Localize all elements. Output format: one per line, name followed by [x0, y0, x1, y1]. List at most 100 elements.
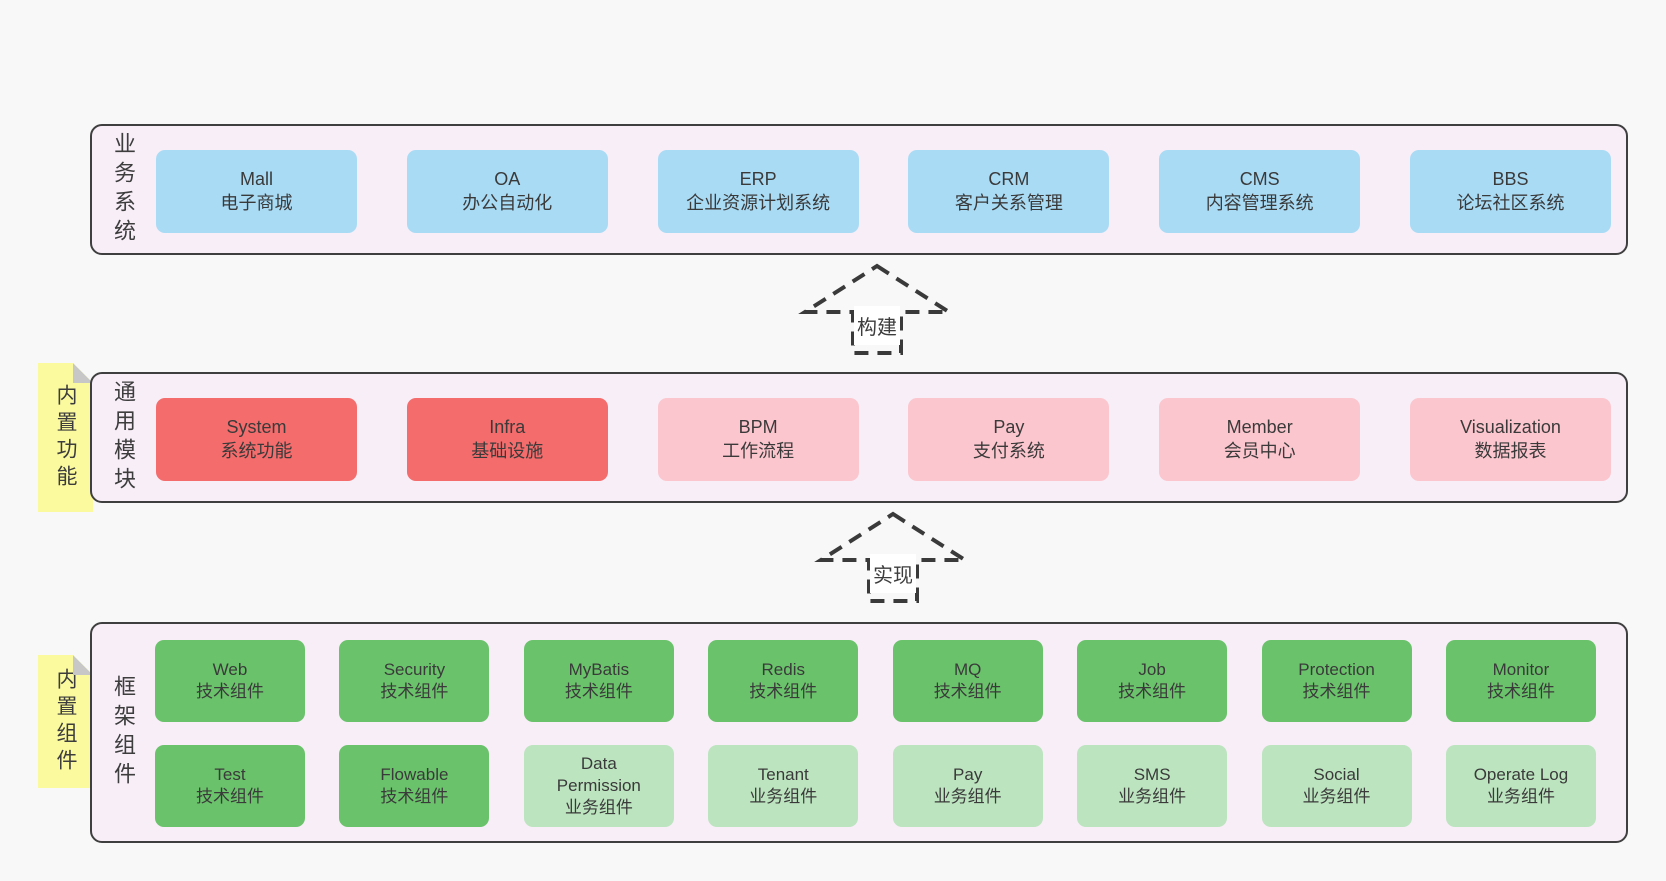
box-subtitle: 基础设施: [471, 440, 544, 461]
panel-framework-components: 框架组件 Web 技术组件 Security 技术组件 MyBatis 技术组件…: [90, 622, 1628, 843]
box-monitor: Monitor 技术组件: [1445, 640, 1596, 722]
box-flowable: Flowable 技术组件: [339, 745, 490, 827]
box-title: Job: [1138, 660, 1166, 680]
box-title: Protection: [1298, 660, 1375, 680]
box-subtitle: 办公自动化: [462, 192, 553, 213]
box-subtitle: 业务组件: [1118, 787, 1187, 806]
box-tenant: Tenant 业务组件: [708, 745, 859, 827]
box-web: Web 技术组件: [155, 640, 305, 722]
box-title: MQ: [953, 660, 982, 680]
box-subtitle: 技术组件: [564, 682, 633, 701]
box-protection: Protection 技术组件: [1261, 640, 1412, 722]
box-title: System: [226, 416, 287, 437]
box-redis: Redis 技术组件: [708, 640, 859, 722]
arrow-label: 构建: [854, 306, 900, 345]
box-oa: OA 办公自动化: [406, 150, 608, 233]
box-title: Web: [212, 660, 248, 680]
box-subtitle: 技术组件: [380, 682, 449, 701]
box-subtitle: 技术组件: [933, 682, 1002, 701]
sticky-note-builtin-functions: 内置功能: [38, 363, 93, 512]
box-pay-component: Pay 业务组件: [892, 745, 1043, 827]
box-bpm: BPM 工作流程: [657, 398, 859, 481]
panel-title-text: 通用模块: [111, 379, 136, 496]
box-sms: SMS 业务组件: [1077, 745, 1228, 827]
box-mq: MQ 技术组件: [892, 640, 1043, 722]
box-subtitle: 技术组件: [1302, 682, 1371, 701]
arrow-build: 构建: [797, 262, 957, 357]
sticky-note-builtin-components: 内置组件: [38, 655, 93, 788]
box-subtitle: 业务组件: [749, 787, 818, 806]
box-title: Pay: [953, 765, 983, 785]
box-subtitle: 工作流程: [722, 440, 795, 461]
box-subtitle: 内容管理系统: [1205, 192, 1314, 213]
box-subtitle: 技术组件: [1486, 682, 1555, 701]
box-title: Data Permission: [556, 754, 641, 796]
box-mall: Mall 电子商城: [156, 150, 357, 233]
box-title: Social: [1313, 765, 1360, 785]
components-box-row-1: Web 技术组件 Security 技术组件 MyBatis 技术组件 Redi…: [155, 640, 1596, 722]
box-title: CRM: [988, 168, 1030, 189]
box-subtitle: 技术组件: [1118, 682, 1187, 701]
box-title: CMS: [1239, 168, 1280, 189]
note-text: 内置组件: [54, 667, 77, 776]
box-member: Member 会员中心: [1159, 398, 1361, 481]
box-pay-system: Pay 支付系统: [908, 398, 1110, 481]
box-subtitle: 技术组件: [749, 682, 818, 701]
box-subtitle: 业务组件: [1486, 787, 1555, 806]
box-title: ERP: [739, 168, 777, 189]
box-security: Security 技术组件: [339, 640, 490, 722]
box-subtitle: 电子商城: [220, 192, 293, 213]
box-mybatis: MyBatis 技术组件: [523, 640, 674, 722]
box-cms: CMS 内容管理系统: [1159, 150, 1361, 233]
box-title: SMS: [1133, 765, 1171, 785]
box-subtitle: 技术组件: [196, 682, 264, 701]
box-title: Pay: [993, 416, 1025, 437]
components-box-row-2: Test 技术组件 Flowable 技术组件 Data Permission …: [155, 745, 1596, 827]
box-social: Social 业务组件: [1261, 745, 1412, 827]
box-subtitle: 技术组件: [380, 787, 449, 806]
box-subtitle: 业务组件: [933, 787, 1002, 806]
business-box-row: Mall 电子商城 OA 办公自动化 ERP 企业资源计划系统 CRM 客户关系…: [156, 150, 1611, 233]
box-operate-log: Operate Log 业务组件: [1445, 745, 1596, 827]
box-subtitle: 系统功能: [220, 440, 293, 461]
panel-title-text: 框架组件: [111, 674, 136, 791]
box-title: Infra: [489, 416, 526, 437]
note-text: 内置功能: [54, 383, 77, 492]
box-title: MyBatis: [568, 660, 630, 680]
box-title: OA: [494, 168, 521, 189]
panel-title: 通用模块: [100, 374, 146, 501]
box-erp: ERP 企业资源计划系统: [657, 150, 859, 233]
box-test: Test 技术组件: [155, 745, 305, 827]
box-subtitle: 业务组件: [564, 797, 633, 817]
box-title: Flowable: [380, 765, 449, 785]
box-job: Job 技术组件: [1077, 640, 1228, 722]
panel-business-systems: 业务系统 Mall 电子商城 OA 办公自动化 ERP 企业资源计划系统 CRM…: [90, 124, 1628, 255]
box-subtitle: 数据报表: [1474, 440, 1547, 461]
modules-box-row: System 系统功能 Infra 基础设施 BPM 工作流程 Pay 支付系统…: [156, 398, 1611, 481]
panel-title: 业务系统: [100, 126, 146, 253]
box-title: Test: [214, 765, 246, 785]
box-title: Redis: [761, 660, 805, 680]
box-data-permission: Data Permission 业务组件: [523, 745, 674, 827]
box-title: BBS: [1492, 168, 1529, 189]
panel-title-text: 业务系统: [111, 131, 136, 248]
panel-title: 框架组件: [100, 624, 146, 841]
box-title: Visualization: [1460, 416, 1561, 437]
box-visualization: Visualization 数据报表: [1409, 398, 1611, 481]
box-subtitle: 会员中心: [1223, 440, 1296, 461]
box-subtitle: 业务组件: [1302, 787, 1371, 806]
arrow-label: 实现: [870, 554, 916, 593]
box-subtitle: 技术组件: [196, 787, 264, 806]
box-title: Mall: [239, 168, 273, 189]
box-title: Member: [1226, 416, 1293, 437]
box-subtitle: 企业资源计划系统: [686, 192, 831, 213]
box-title: Operate Log: [1473, 765, 1569, 785]
box-subtitle: 论坛社区系统: [1456, 192, 1565, 213]
box-subtitle: 客户关系管理: [954, 192, 1063, 213]
box-system: System 系统功能: [156, 398, 357, 481]
panel-common-modules: 通用模块 System 系统功能 Infra 基础设施 BPM 工作流程 Pay…: [90, 372, 1628, 503]
arrow-implement: 实现: [813, 510, 973, 605]
box-crm: CRM 客户关系管理: [908, 150, 1110, 233]
box-subtitle: 支付系统: [972, 440, 1045, 461]
